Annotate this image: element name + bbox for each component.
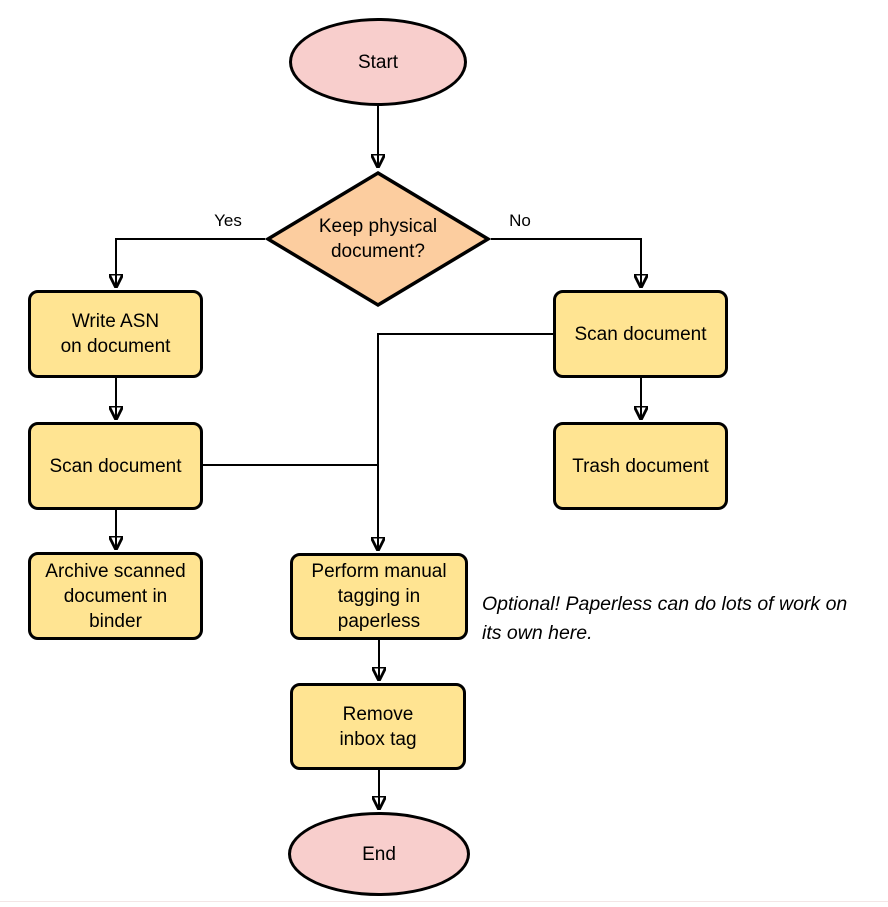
node-write-asn: Write ASN on document [28,290,203,378]
node-end: End [288,812,470,896]
node-remove-inbox-label: Remove inbox tag [339,703,417,750]
node-end-label: End [362,843,396,865]
edge-label-no: No [509,211,531,230]
node-archive-binder: Archive scanned document in binder [28,552,203,640]
node-decision-label: Keep physical document? [318,216,438,262]
node-write-asn-label: Write ASN on document [60,311,171,357]
node-remove-inbox-tag: Remove inbox tag [290,683,466,770]
node-scan-document-left: Scan document [28,422,203,510]
diamond-shape [264,170,492,308]
node-start-label: Start [357,51,399,73]
node-manual-tagging: Perform manual tagging in paperless [290,553,468,640]
node-scan-left-label: Scan document [49,455,182,477]
page-bottom-edge [0,901,888,902]
node-archive-label: Archive scanned document in binder [45,560,186,632]
edge-label-yes: Yes [214,211,242,230]
optional-note: Optional! Paperless can do lots of work … [482,593,848,644]
node-start: Start [289,18,467,106]
edge-decision-yes [116,238,265,286]
edge-decision-no [491,238,641,286]
node-decision-keep-physical: Keep physical document? [264,170,492,308]
node-trash-document: Trash document [553,422,728,510]
node-scan-document-right: Scan document [553,290,728,378]
node-scan-right-label: Scan document [574,323,707,345]
node-trash-label: Trash document [572,455,709,477]
node-tagging-label: Perform manual tagging in paperless [311,561,447,632]
edge-scanright-to-tagging [378,333,553,549]
